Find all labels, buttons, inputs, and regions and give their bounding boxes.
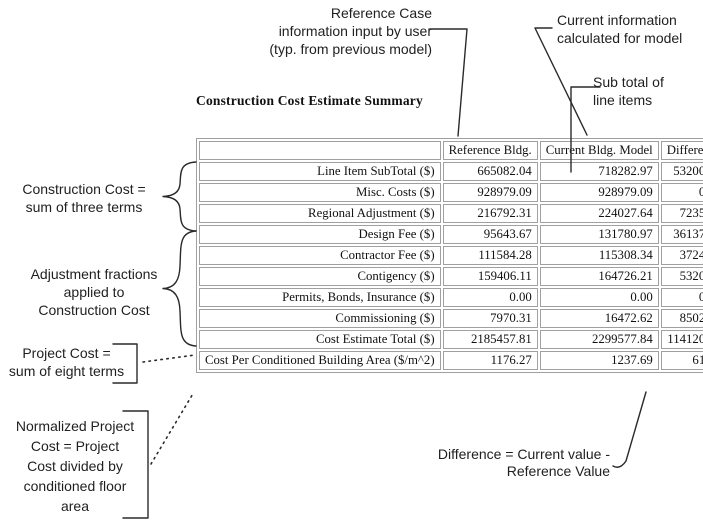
cell-value: 36137.30: [660, 225, 703, 244]
dotted-line-normalized: [150, 391, 195, 465]
cell-value: 7235.33: [660, 204, 703, 223]
row-label: Misc. Costs ($): [199, 183, 441, 202]
cell-value: 2299577.84: [539, 330, 659, 349]
row-label: Cost Estimate Total ($): [199, 330, 441, 349]
note-current-information: Current information calculated for model: [557, 12, 683, 46]
cell-value: 164726.21: [539, 267, 659, 286]
row-label: Design Fee ($): [199, 225, 441, 244]
row-label: Cost Per Conditioned Building Area ($/m^…: [199, 351, 441, 370]
cell-value: 8502.31: [660, 309, 703, 328]
cell-value: 95643.67: [442, 225, 538, 244]
cell-value: 718282.97: [539, 162, 659, 181]
cell-value: 53200.93: [660, 162, 703, 181]
cell-value: 216792.31: [442, 204, 538, 223]
table-row: Permits, Bonds, Insurance ($) 0.00 0.00 …: [199, 288, 703, 307]
row-label: Regional Adjustment ($): [199, 204, 441, 223]
leader-line-difference: [612, 391, 647, 468]
cell-value: 16472.62: [539, 309, 659, 328]
table-row: Regional Adjustment ($) 216792.31 224027…: [199, 204, 703, 223]
row-label: Permits, Bonds, Insurance ($): [199, 288, 441, 307]
column-header-reference: Reference Bldg.: [442, 141, 538, 160]
table-row: Contractor Fee ($) 111584.28 115308.34 3…: [199, 246, 703, 265]
cell-value: 0.00: [539, 288, 659, 307]
note-project-cost: Project Cost = sum of eight terms: [8, 345, 125, 379]
cell-value: 2185457.81: [442, 330, 538, 349]
row-label: Line Item SubTotal ($): [199, 162, 441, 181]
row-label: Contigency ($): [199, 267, 441, 286]
cell-value: 61.42: [660, 351, 703, 370]
row-label: Commissioning ($): [199, 309, 441, 328]
brace-construction-cost: [162, 161, 197, 232]
cell-value: 159406.11: [442, 267, 538, 286]
note-adjustment-fractions: Adjustment fractions applied to Construc…: [30, 266, 158, 318]
cost-estimate-table: Reference Bldg. Current Bldg. Model Diff…: [196, 138, 703, 373]
cell-value: 928979.09: [442, 183, 538, 202]
table-row: Contigency ($) 159406.11 164726.21 5320.…: [199, 267, 703, 286]
cell-value: 1176.27: [442, 351, 538, 370]
table-row: Cost Per Conditioned Building Area ($/m^…: [199, 351, 703, 370]
column-header-current: Current Bldg. Model: [539, 141, 659, 160]
column-header-difference: Difference: [660, 141, 703, 160]
cell-value: 5320.09: [660, 267, 703, 286]
table-row: Line Item SubTotal ($) 665082.04 718282.…: [199, 162, 703, 181]
table-row: Commissioning ($) 7970.31 16472.62 8502.…: [199, 309, 703, 328]
cell-value: 131780.97: [539, 225, 659, 244]
table-title: Construction Cost Estimate Summary: [196, 93, 423, 108]
cell-value: 0.00: [660, 288, 703, 307]
note-normalized-project-cost: Normalized Project Cost = Project Cost d…: [15, 418, 135, 514]
cell-value: 0.00: [442, 288, 538, 307]
note-subtotal: Sub total of line items: [593, 74, 664, 108]
note-construction-cost: Construction Cost = sum of three terms: [22, 181, 146, 215]
cell-value: 114120.03: [660, 330, 703, 349]
note-difference: Difference = Current value - Reference V…: [437, 446, 610, 479]
cell-value: 0.00: [660, 183, 703, 202]
row-label: Contractor Fee ($): [199, 246, 441, 265]
cell-value: 1237.69: [539, 351, 659, 370]
cell-value: 115308.34: [539, 246, 659, 265]
table-row: Cost Estimate Total ($) 2185457.81 22995…: [199, 330, 703, 349]
column-header-blank: [199, 141, 441, 160]
cell-value: 224027.64: [539, 204, 659, 223]
table-row: Misc. Costs ($) 928979.09 928979.09 0.00: [199, 183, 703, 202]
cell-value: 111584.28: [442, 246, 538, 265]
cell-value: 3724.07: [660, 246, 703, 265]
table-row: Design Fee ($) 95643.67 131780.97 36137.…: [199, 225, 703, 244]
cell-value: 7970.31: [442, 309, 538, 328]
note-reference-case: Reference Case information input by user…: [269, 5, 432, 57]
cell-value: 928979.09: [539, 183, 659, 202]
dotted-line-project-cost: [142, 354, 196, 363]
cell-value: 665082.04: [442, 162, 538, 181]
table-header-row: Reference Bldg. Current Bldg. Model Diff…: [199, 141, 703, 160]
leader-line-reference-case: [429, 28, 468, 137]
